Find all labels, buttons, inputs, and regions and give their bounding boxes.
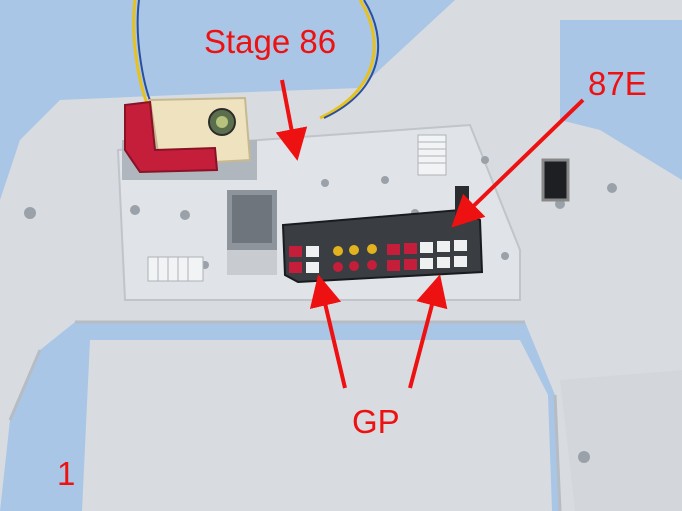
figure-number-label: 1: [57, 455, 76, 492]
gp-label: GP: [352, 403, 400, 440]
wire-right: [319, 0, 376, 120]
plate-edge: [8, 320, 562, 511]
annotation-arrows: [275, 79, 585, 389]
wire-right-blue: [323, 0, 380, 119]
panel-87e-label: 87E: [588, 65, 647, 102]
ribbed-part-top: [417, 134, 447, 176]
plate-lower-right: [560, 370, 682, 511]
plate-slot: [541, 158, 570, 202]
connector-red-clip: [124, 100, 219, 174]
ribbed-part-left: [147, 256, 204, 282]
panel-lamps: [289, 240, 467, 273]
stage-86-label: Stage 86: [204, 23, 337, 60]
